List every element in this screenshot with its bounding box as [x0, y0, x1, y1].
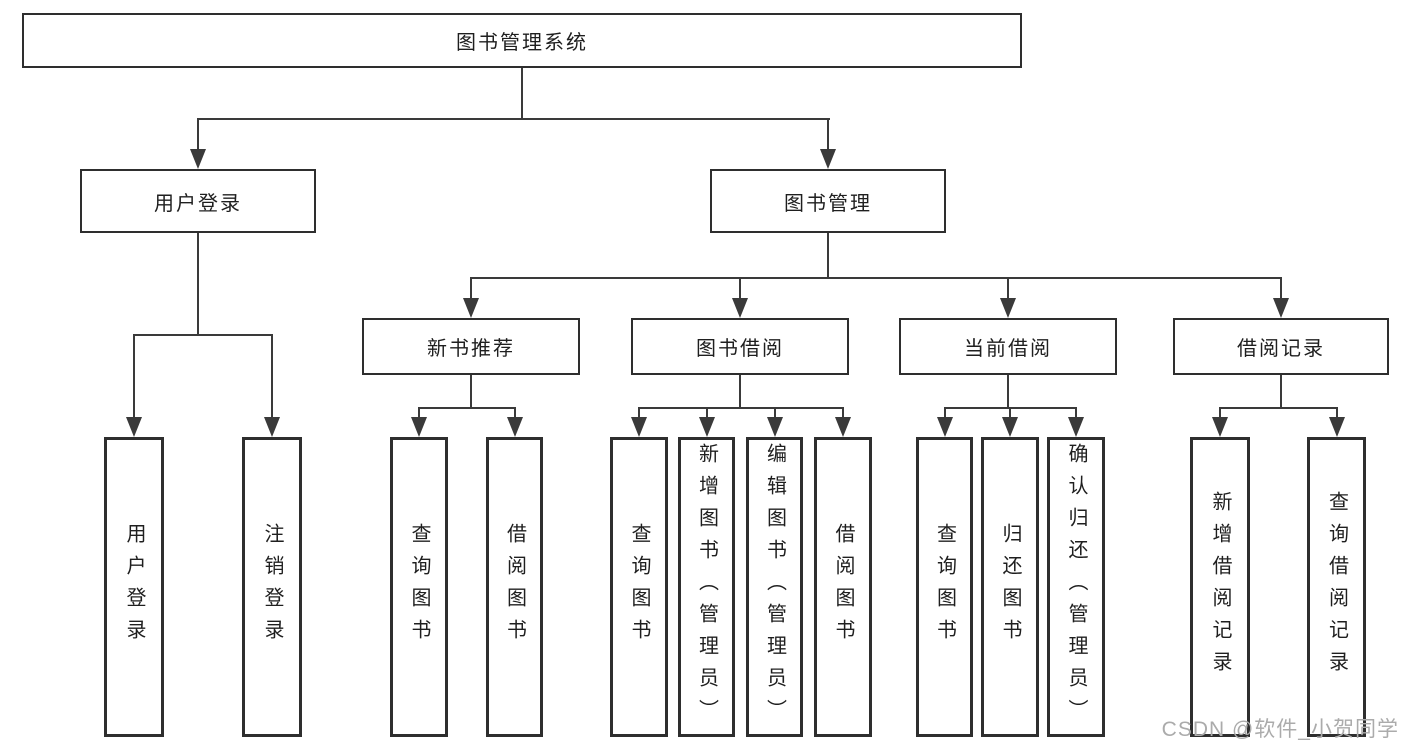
leaf-query-books-1: 查询图书 [390, 437, 448, 737]
arrowhead-icon [126, 417, 142, 437]
arrowhead-icon [835, 417, 851, 437]
connector-line [470, 375, 472, 407]
connector-line [1007, 277, 1009, 301]
connector-line [271, 334, 273, 420]
arrowhead-icon [1329, 417, 1345, 437]
connector-line [197, 118, 830, 120]
node-book-management: 图书管理 [710, 169, 946, 233]
arrowhead-icon [732, 298, 748, 318]
connector-line [197, 118, 199, 152]
connector-line [1219, 407, 1221, 421]
connector-line [1219, 407, 1338, 409]
leaf-return-book: 归还图书 [981, 437, 1039, 737]
arrowhead-icon [1212, 417, 1228, 437]
connector-line [470, 277, 472, 301]
connector-line [1280, 277, 1282, 301]
arrowhead-icon [937, 417, 953, 437]
leaf-query-borrow-record: 查询借阅记录 [1307, 437, 1366, 737]
leaf-query-books-3: 查询图书 [916, 437, 973, 737]
connector-line [418, 407, 516, 409]
leaf-borrow-books-1-label: 借阅图书 [503, 523, 526, 651]
leaf-query-borrow-record-label: 查询借阅记录 [1325, 491, 1348, 683]
node-new-book-recommend: 新书推荐 [362, 318, 580, 375]
leaf-query-books-2: 查询图书 [610, 437, 668, 737]
leaf-edit-book-admin: 编辑图书（管理员） [746, 437, 803, 737]
arrowhead-icon [264, 417, 280, 437]
connector-line [1075, 407, 1077, 421]
leaf-user-login: 用户登录 [104, 437, 164, 737]
connector-line [514, 407, 516, 421]
leaf-add-book-admin-label: 新增图书（管理员） [695, 443, 718, 731]
leaf-query-books-2-label: 查询图书 [628, 523, 650, 651]
connector-line [638, 407, 640, 421]
node-new-book-recommend-label: 新书推荐 [427, 338, 515, 360]
connector-line [827, 233, 829, 278]
connector-line [1336, 407, 1338, 421]
leaf-confirm-return-admin-label: 确认归还（管理员） [1065, 443, 1087, 731]
leaf-logout: 注销登录 [242, 437, 302, 737]
csdn-watermark: CSDN @软件_小贺同学 [1161, 718, 1399, 741]
connector-line [739, 277, 741, 301]
arrowhead-icon [190, 149, 206, 169]
connector-line [944, 407, 946, 421]
connector-line [133, 334, 273, 336]
node-system-root: 图书管理系统 [22, 13, 1022, 68]
connector-line [470, 277, 1282, 279]
node-book-borrow-label: 图书借阅 [696, 338, 784, 360]
leaf-borrow-books-1: 借阅图书 [486, 437, 543, 737]
leaf-add-borrow-record: 新增借阅记录 [1190, 437, 1250, 737]
arrowhead-icon [1002, 417, 1018, 437]
connector-line [1007, 375, 1009, 407]
arrowhead-icon [1000, 298, 1016, 318]
arrowhead-icon [699, 417, 715, 437]
node-user-login-label: 用户登录 [154, 192, 242, 215]
arrowhead-icon [463, 298, 479, 318]
leaf-query-books-1-label: 查询图书 [408, 523, 430, 651]
connector-line [133, 334, 135, 420]
connector-line [638, 407, 844, 409]
arrowhead-icon [1068, 417, 1084, 437]
node-borrow-records-label: 借阅记录 [1237, 338, 1325, 360]
arrowhead-icon [631, 417, 647, 437]
connector-line [521, 68, 523, 119]
node-current-borrow-label: 当前借阅 [964, 338, 1052, 360]
leaf-return-book-label: 归还图书 [999, 523, 1021, 651]
connector-line [197, 233, 199, 334]
node-borrow-records: 借阅记录 [1173, 318, 1389, 375]
leaf-borrow-books-2-label: 借阅图书 [832, 523, 854, 651]
arrowhead-icon [1273, 298, 1289, 318]
connector-line [774, 407, 776, 421]
leaf-borrow-books-2: 借阅图书 [814, 437, 872, 737]
connector-line [827, 118, 829, 152]
leaf-query-books-3-label: 查询图书 [933, 523, 956, 651]
node-user-login: 用户登录 [80, 169, 316, 233]
connector-line [739, 375, 741, 407]
arrowhead-icon [820, 149, 836, 169]
node-book-borrow: 图书借阅 [631, 318, 849, 375]
leaf-logout-label: 注销登录 [261, 523, 283, 651]
leaf-user-login-label: 用户登录 [123, 523, 145, 651]
connector-line [706, 407, 708, 421]
connector-line [842, 407, 844, 421]
leaf-add-book-admin: 新增图书（管理员） [678, 437, 735, 737]
connector-line [418, 407, 420, 421]
arrowhead-icon [767, 417, 783, 437]
connector-line [1280, 375, 1282, 407]
node-system-root-label: 图书管理系统 [456, 32, 588, 54]
leaf-edit-book-admin-label: 编辑图书（管理员） [763, 443, 786, 731]
node-current-borrow: 当前借阅 [899, 318, 1117, 375]
arrowhead-icon [507, 417, 523, 437]
node-book-management-label: 图书管理 [784, 192, 872, 215]
connector-line [1009, 407, 1011, 421]
arrowhead-icon [411, 417, 427, 437]
leaf-add-borrow-record-label: 新增借阅记录 [1209, 491, 1231, 683]
leaf-confirm-return-admin: 确认归还（管理员） [1047, 437, 1105, 737]
